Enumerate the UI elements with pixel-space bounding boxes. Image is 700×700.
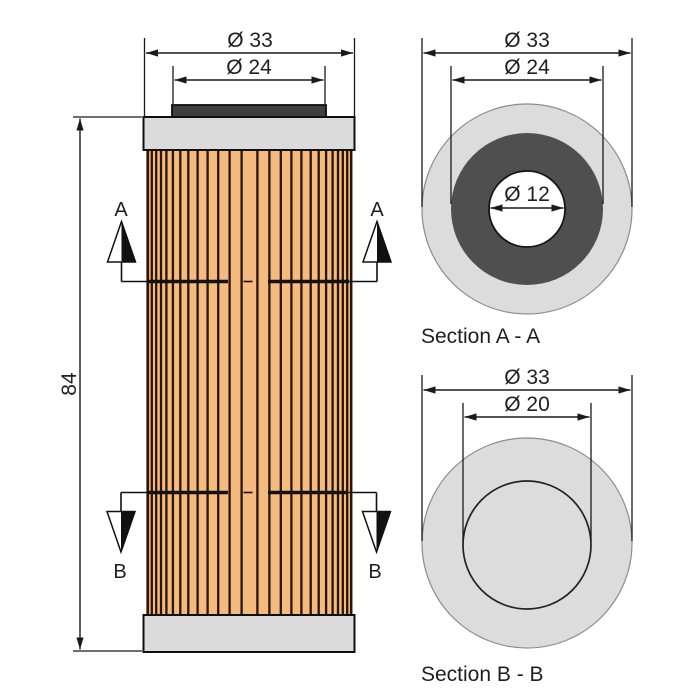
section-a-title: Section A - A — [421, 325, 540, 348]
front-dim-seal-diameter: Ø 24 — [172, 56, 326, 104]
filter-media-body — [146, 149, 353, 617]
front-dim-height: 84 — [58, 116, 142, 652]
dimension-label: Ø 33 — [504, 29, 550, 52]
secB-dim-inner-diameter: Ø 20 — [462, 393, 592, 541]
section-marker-label: A — [370, 199, 384, 221]
secB-dim-outer-diameter: Ø 33 — [421, 366, 633, 541]
dimension-label: Ø 33 — [227, 29, 273, 52]
front-dim-outer-diameter: Ø 33 — [143, 29, 356, 116]
bottom-end-cap — [142, 614, 356, 653]
section-cut-a: A A — [106, 199, 393, 284]
section-marker-label: B — [368, 561, 381, 583]
dimension-label: Ø 12 — [504, 183, 550, 206]
dimension-label: Ø 24 — [226, 56, 272, 79]
section-b-title: Section B - B — [421, 663, 544, 686]
section-arrow-fill — [377, 221, 391, 262]
section-b-view: Ø 33 Ø 20 Section B - B — [421, 366, 633, 686]
dimension-label: 84 — [58, 372, 81, 396]
secA-dim-outer-diameter: Ø 33 — [421, 29, 633, 207]
section-marker-label: A — [114, 199, 128, 221]
secA-dim-hole-diameter: Ø 12 — [490, 183, 564, 212]
pleat-lines — [146, 150, 353, 615]
section-cut-b: B B — [105, 490, 392, 583]
section-arrow-fill — [376, 511, 391, 552]
dimension-label: Ø 33 — [504, 366, 550, 389]
secA-dim-ring-diameter: Ø 24 — [450, 56, 604, 204]
top-seal — [171, 104, 327, 118]
section-arrow-fill — [121, 221, 136, 262]
top-end-cap — [142, 116, 356, 151]
section-a-view: Ø 33 Ø 24 Ø 12 Section A - A — [421, 29, 633, 348]
section-arrow-fill — [121, 511, 135, 552]
inner-bore-circle — [462, 480, 592, 610]
dimension-label: Ø 20 — [504, 393, 550, 416]
section-marker-label: B — [113, 561, 126, 583]
dimension-label: Ø 24 — [504, 56, 550, 79]
front-view: Ø 33 Ø 24 84 A — [58, 29, 393, 653]
